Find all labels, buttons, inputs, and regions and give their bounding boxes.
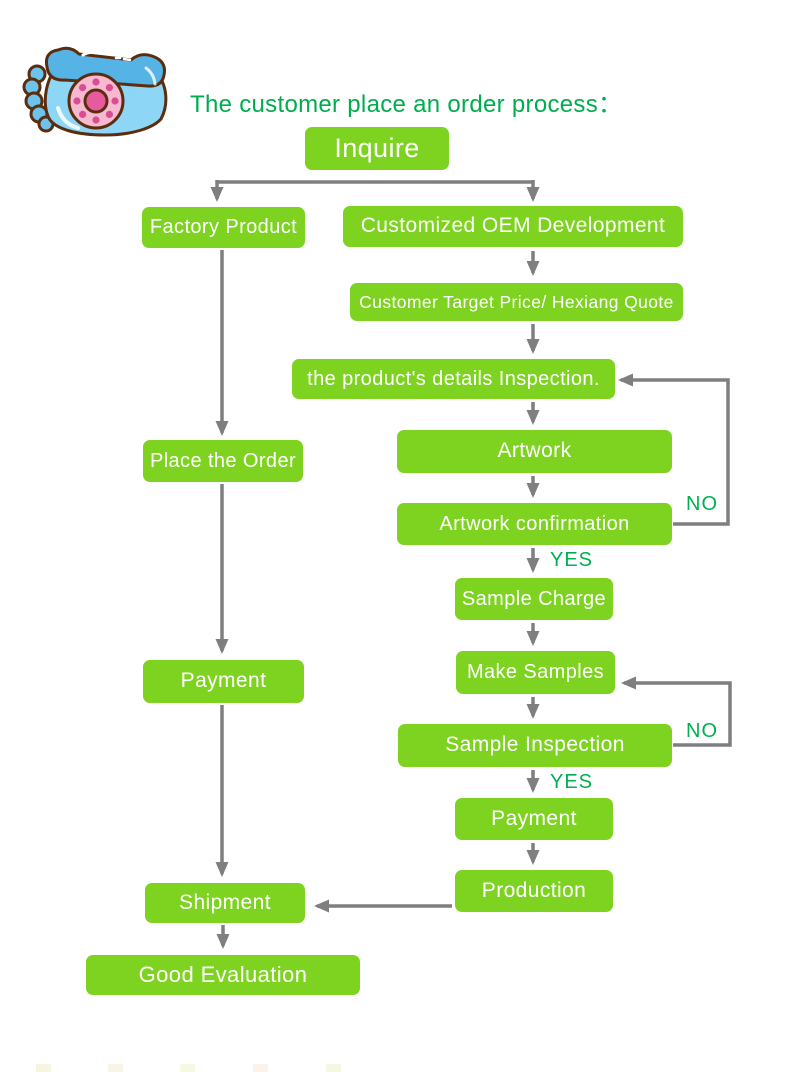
cutoff-thumbnail [253,1064,268,1072]
node-shipment: Shipment [145,883,305,923]
branch-label-artwork-yes: YES [550,549,594,571]
node-artwork: Artwork [397,430,672,473]
telephone-icon [22,46,168,137]
node-good-evaluation: Good Evaluation [86,955,360,995]
cutoff-thumbnail [36,1064,51,1072]
node-make-samples: Make Samples [456,651,615,694]
cutoff-thumbnail [180,1064,195,1072]
node-production: Production [455,870,613,912]
node-artwork-confirmation: Artwork confirmation [397,503,672,545]
node-place-the-order: Place the Order [143,440,303,482]
node-inquire: Inquire [305,127,449,170]
node-factory-product: Factory Product [142,207,305,248]
node-payment-left: Payment [143,660,304,703]
node-customized-oem: Customized OEM Development [343,206,683,247]
node-details-inspection: the product's details Inspection. [292,359,615,399]
cutoff-thumbnail [326,1064,341,1072]
cutoff-thumbnail [108,1064,123,1072]
branch-label-artwork-no: NO [686,493,718,515]
page-title: The customer place an order process： [190,91,623,118]
branch-label-sample-yes: YES [550,771,594,793]
node-payment-right: Payment [455,798,613,840]
node-sample-inspection: Sample Inspection [398,724,672,767]
node-customer-target-price: Customer Target Price/ Hexiang Quote [350,283,683,321]
branch-label-sample-no: NO [686,720,718,742]
node-sample-charge: Sample Charge [455,578,613,620]
